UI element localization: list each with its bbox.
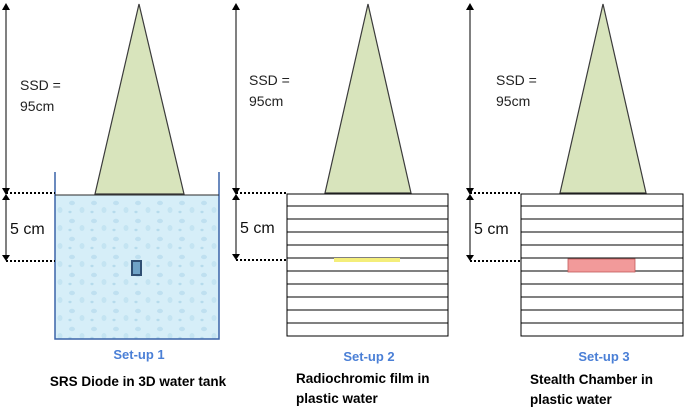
beam-cone bbox=[94, 3, 185, 195]
ssd-label-line2: 95cm bbox=[496, 93, 530, 109]
setup-description-line2: plastic water bbox=[530, 392, 613, 407]
depth-arrow-head-bottom bbox=[466, 255, 474, 261]
radiochromic-film bbox=[334, 258, 400, 262]
setup-title: Set-up 3 bbox=[578, 349, 629, 364]
diode-detector bbox=[131, 260, 142, 276]
panel-setup-3: SSD = 95cm 5 cm Set-up 3 Stealth Chamber… bbox=[466, 3, 684, 407]
setup-description-line2: plastic water bbox=[296, 391, 379, 406]
depth-label: 5 cm bbox=[240, 220, 275, 237]
setup-description-line1: Radiochromic film in bbox=[296, 371, 430, 386]
depth-arrow-head-top bbox=[466, 194, 474, 200]
ssd-label-line2: 95cm bbox=[249, 93, 283, 109]
ssd-arrow-head-bottom bbox=[466, 188, 474, 195]
plastic-water-slabs bbox=[286, 193, 449, 337]
stealth-chamber bbox=[567, 258, 636, 273]
setup-title: Set-up 1 bbox=[113, 347, 164, 362]
beam-cone bbox=[559, 3, 647, 194]
ssd-arrow-head-top bbox=[466, 3, 474, 10]
ssd-arrow-head-top bbox=[2, 3, 10, 10]
setup-description-line1: Stealth Chamber in bbox=[530, 372, 653, 387]
beam-cone bbox=[324, 3, 412, 194]
depth-label: 5 cm bbox=[474, 221, 509, 238]
depth-label: 5 cm bbox=[10, 221, 45, 238]
depth-arrow-head-bottom bbox=[2, 255, 10, 261]
panel-setup-2: SSD = 95cm 5 cm Set-up 2 Radiochromic fi… bbox=[232, 3, 449, 406]
depth-arrow-head-top bbox=[2, 194, 10, 200]
setup-title: Set-up 2 bbox=[343, 349, 394, 364]
depth-arrow-head-top bbox=[232, 194, 240, 200]
ssd-label-line2: 95cm bbox=[20, 98, 54, 114]
ssd-label-line1: SSD = bbox=[20, 77, 61, 93]
panel-setup-1: SSD = 95cm 5 cm Set-up 1 SRS Diode in 3D… bbox=[2, 3, 227, 389]
ssd-label-line1: SSD = bbox=[496, 72, 537, 88]
ssd-label-line1: SSD = bbox=[249, 72, 290, 88]
tank-walls bbox=[54, 172, 220, 340]
ssd-arrow-head-bottom bbox=[2, 188, 10, 195]
depth-arrow-head-bottom bbox=[232, 254, 240, 260]
setup-description-line1: SRS Diode in 3D water tank bbox=[50, 374, 227, 389]
ssd-arrow-head-top bbox=[232, 3, 240, 10]
ssd-arrow-head-bottom bbox=[232, 188, 240, 195]
